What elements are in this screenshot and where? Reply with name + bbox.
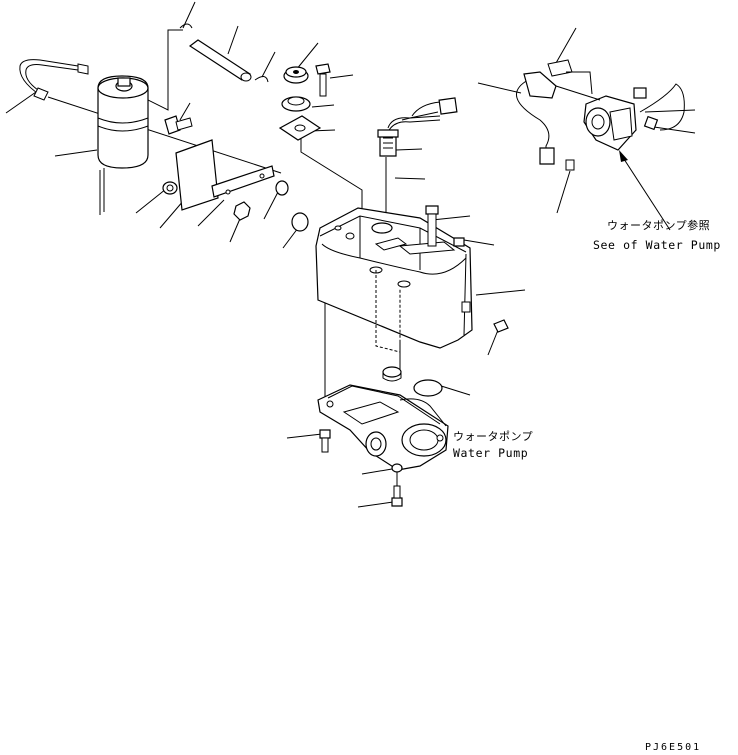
see-water-pump-jp-label: ウォータポンプ参照 <box>607 218 710 232</box>
pump-bolts <box>319 205 509 507</box>
water-pump-jp-label: ウォータポンプ <box>453 430 533 443</box>
temp-sensor <box>377 97 458 157</box>
text-labels: ウォータポンプ参照 See of Water Pump ウォータポンプ Wate… <box>453 218 721 753</box>
upper-hose-parts <box>179 23 331 141</box>
water-pump-en-label: Water Pump <box>453 446 528 460</box>
drawing-code: PJ6E501 <box>645 742 701 753</box>
water-pump-reference <box>516 59 685 231</box>
water-pump <box>317 366 449 471</box>
see-water-pump-en-label: See of Water Pump <box>593 238 721 252</box>
leader-lines <box>5 1 696 508</box>
reserve-tank <box>97 75 149 169</box>
pump-housing <box>315 207 473 353</box>
tank-bracket <box>162 115 309 232</box>
